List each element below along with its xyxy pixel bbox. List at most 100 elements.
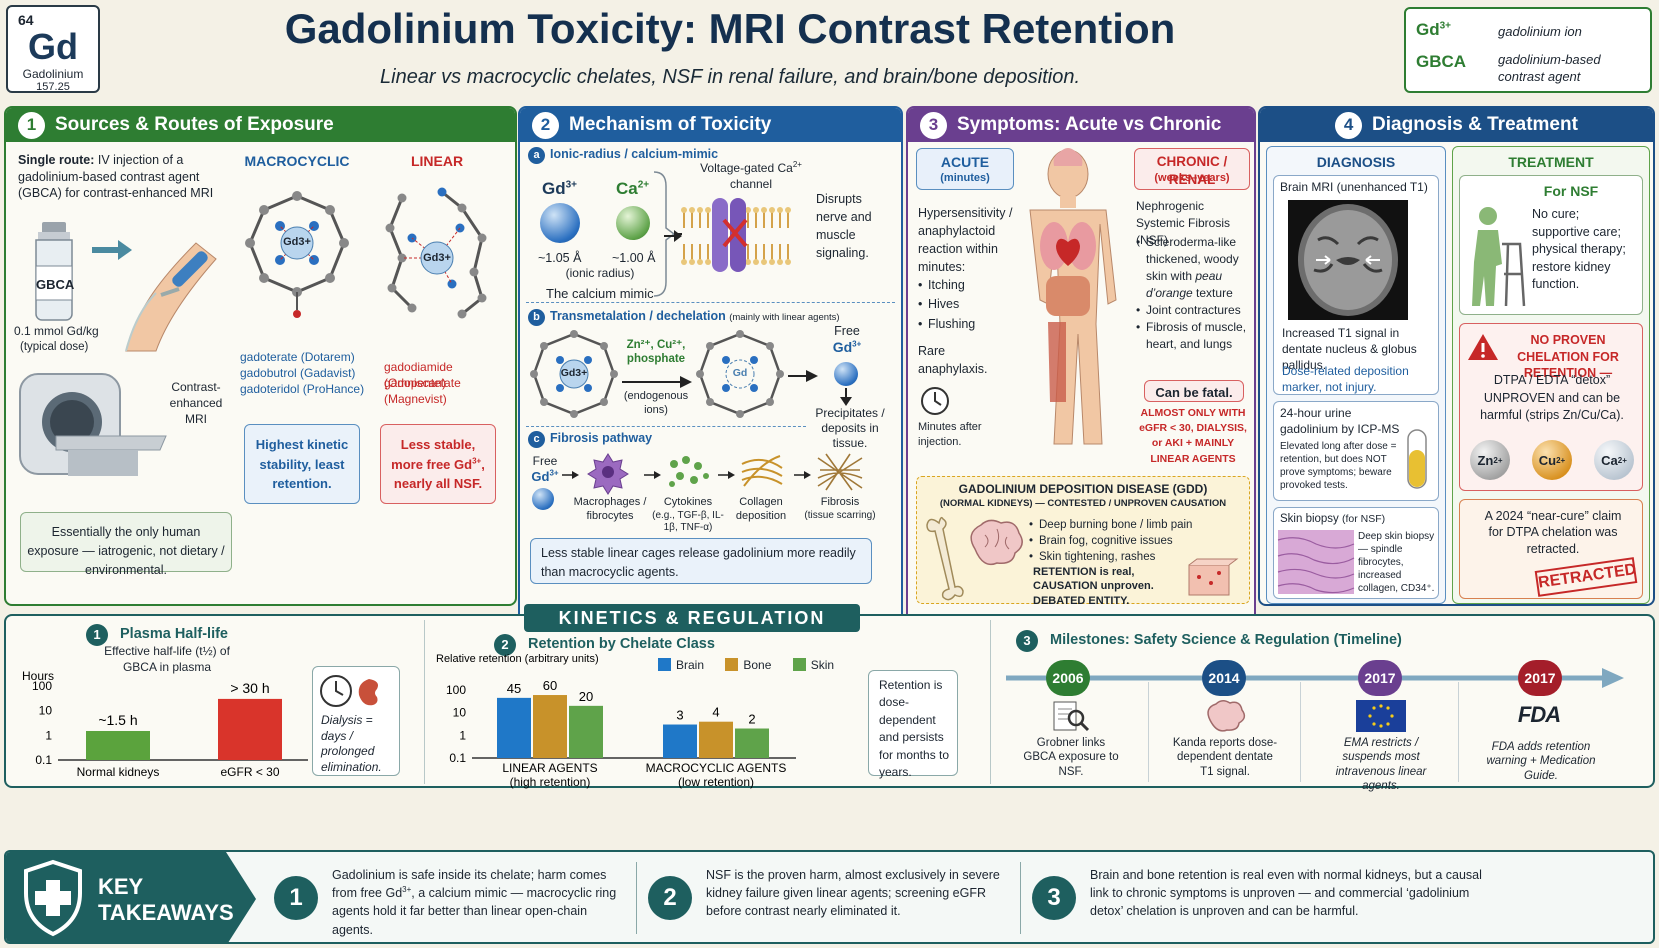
takeaway-3-number: 3: [1032, 876, 1076, 920]
fda-logo: FDA: [1517, 702, 1561, 727]
chelation-warning-text: DTPA / EDTA “detox” UNPROVEN and can be …: [1480, 373, 1624, 422]
acute-item-3: Flushing: [918, 315, 975, 335]
panel-number: 4: [1335, 111, 1363, 139]
panel-title: Symptoms: Acute vs Chronic: [957, 114, 1222, 135]
data-label: 20: [579, 689, 593, 704]
clock-kidney-icon: [320, 675, 378, 707]
panel-number: 3: [920, 111, 947, 139]
section-divider: [990, 620, 991, 784]
cage-gd-label: Gd3+: [560, 367, 588, 379]
acute-heading: ACUTE: [940, 154, 990, 170]
y-tick-label: 1: [45, 728, 52, 742]
mri-label: Contrast-enhanced MRI: [169, 380, 223, 426]
step-2-label: Cytokines: [663, 496, 713, 508]
y-tick-label: 10: [453, 706, 467, 720]
panel-title: Sources & Routes of Exposure: [55, 114, 334, 135]
timeline-divider: [1300, 682, 1301, 782]
chelation-warning-title: NO PROVEN CHELATION FOR RETENTION —: [1517, 333, 1619, 380]
cytokines-icon: [669, 456, 709, 487]
abbrev-legend: Gd3+ gadolinium ion GBCA gadolinium-base…: [1404, 7, 1652, 93]
legend-term-gd: Gd3+: [1416, 20, 1452, 39]
channel-label: Voltage-gated Ca2+ channel: [700, 160, 802, 191]
retention-note: Retention is dose-dependent and persists…: [879, 678, 950, 779]
biopsy-card-title: Skin biopsy (for NSF): [1280, 513, 1386, 525]
y-tick-label: 0.1: [449, 751, 466, 765]
step-2-sub: (e.g., TGF-β, IL-1β, TNF-α): [652, 510, 724, 533]
chronic-item-2: Joint contractures: [1136, 302, 1252, 319]
year-2017-ema-badge: 2017: [1358, 660, 1402, 696]
ions-note: (endogenous ions): [623, 390, 689, 416]
macro-agent-2: gadobutrol (Gadavist): [240, 366, 356, 380]
chronic-symptom-list: Scleroderma-like thickened, woody skin w…: [1136, 234, 1252, 353]
mri-scanner-icon: [19, 373, 167, 476]
legend-term-gbca: GBCA: [1416, 52, 1467, 71]
route-text: Single route: IV injection of a gadolini…: [18, 153, 214, 200]
section-divider: [1020, 862, 1021, 934]
linear-heading: LINEAR: [410, 153, 464, 169]
takeaway-1-number: 1: [274, 876, 318, 920]
takeaways-title-1: KEY: [98, 874, 144, 899]
macrophage-icon: [587, 453, 629, 495]
diagnosis-heading: DIAGNOSIS: [1316, 154, 1396, 170]
chronic-heading: CHRONIC / RENAL: [1156, 154, 1228, 187]
urine-tube-icon: [1407, 429, 1427, 489]
treatment-heading: TREATMENT: [1508, 154, 1594, 170]
empty-cage-icon: [696, 330, 784, 418]
dialysis-note: Dialysis = days / prolonged elimination.: [321, 713, 382, 774]
urine-card-title: 24-hour urine gadolinium by ICP-MS: [1280, 406, 1400, 436]
event-2017-ema-text: EMA restricts / suspends most intravenou…: [1335, 737, 1427, 793]
legend-skin-swatch: [792, 658, 806, 671]
linear-note: Less stable, more free Gd3+, nearly all …: [391, 437, 485, 491]
diagnosis-column: DIAGNOSIS Brain MRI (unenhanced T1) Incr…: [1266, 146, 1446, 604]
acute-symptom-list: Itching Hives Flushing: [918, 276, 975, 335]
fibrosis-icon: [817, 453, 863, 491]
divider: [526, 426, 806, 427]
takeaways-title-2: TAKEAWAYS: [98, 900, 234, 925]
timeline-divider: [1458, 682, 1459, 782]
empty-cage-gd-label: Gd: [732, 367, 748, 379]
bar: [699, 721, 733, 758]
gdd-symptom-list: Deep burning bone / limb pain Brain fog,…: [1029, 517, 1192, 565]
warning-icon: [1468, 334, 1498, 360]
bar: [497, 697, 531, 758]
shield-cross-icon: [24, 859, 82, 937]
timeline-divider: [1148, 682, 1149, 782]
year-2006-badge: 2006: [1046, 660, 1090, 696]
radius-note: (ionic radius): [565, 266, 635, 280]
chronic-risk: ALMOST ONLY WITH eGFR < 30, DIALYSIS, or…: [1139, 407, 1247, 465]
gd-ion-symbol: Gd3+: [542, 179, 578, 198]
bar: [569, 705, 603, 758]
walker-person-icon: [1472, 207, 1526, 307]
retention-chart: Relative retention (arbitrary units)1001…: [436, 653, 796, 789]
nsf-treatment-card: For NSF No cure; supportive care; physic…: [1459, 175, 1643, 315]
urine-card: 24-hour urine gadolinium by ICP-MS Eleva…: [1273, 401, 1439, 501]
chelation-warning-card: NO PROVEN CHELATION FOR RETENTION — DTPA…: [1459, 323, 1643, 491]
gdd-item-3: Skin tightening, rashes: [1029, 549, 1192, 565]
linear-gd-ion-label: Gd3+: [423, 252, 451, 264]
dose: 0.1 mmol Gd/kg: [14, 324, 99, 338]
year-2017-fda-badge: 2017: [1518, 660, 1562, 696]
fibrosis-gd-sphere-icon: [532, 488, 554, 510]
category-label: MACROCYCLIC AGENTS: [646, 761, 787, 775]
macro-agent-3: gadoteridol (ProHance): [240, 382, 365, 396]
nsf-treatment-text: No cure; supportive care; physical thera…: [1532, 207, 1626, 291]
ion-channel-icon: [664, 198, 791, 272]
bar: [663, 724, 697, 758]
brain-icon: [970, 519, 1023, 566]
year-2014-badge: 2014: [1202, 660, 1246, 696]
y-axis-label: Relative retention (arbitrary units): [436, 653, 599, 665]
panel-number: 2: [532, 111, 559, 139]
step-3-label: Collagen deposition: [735, 496, 787, 522]
treatment-column: TREATMENT For NSF No cure; supportive ca…: [1452, 146, 1650, 604]
step-4-label: Fibrosis: [820, 496, 860, 508]
vial-label: GBCA: [36, 277, 75, 292]
mri-finding: Increased T1 signal in dentate nucleus &…: [1282, 326, 1417, 372]
section-divider: [636, 862, 637, 934]
element-mass: 157.25: [36, 81, 70, 93]
macrocyclic-heading: MACROCYCLIC: [244, 153, 350, 169]
